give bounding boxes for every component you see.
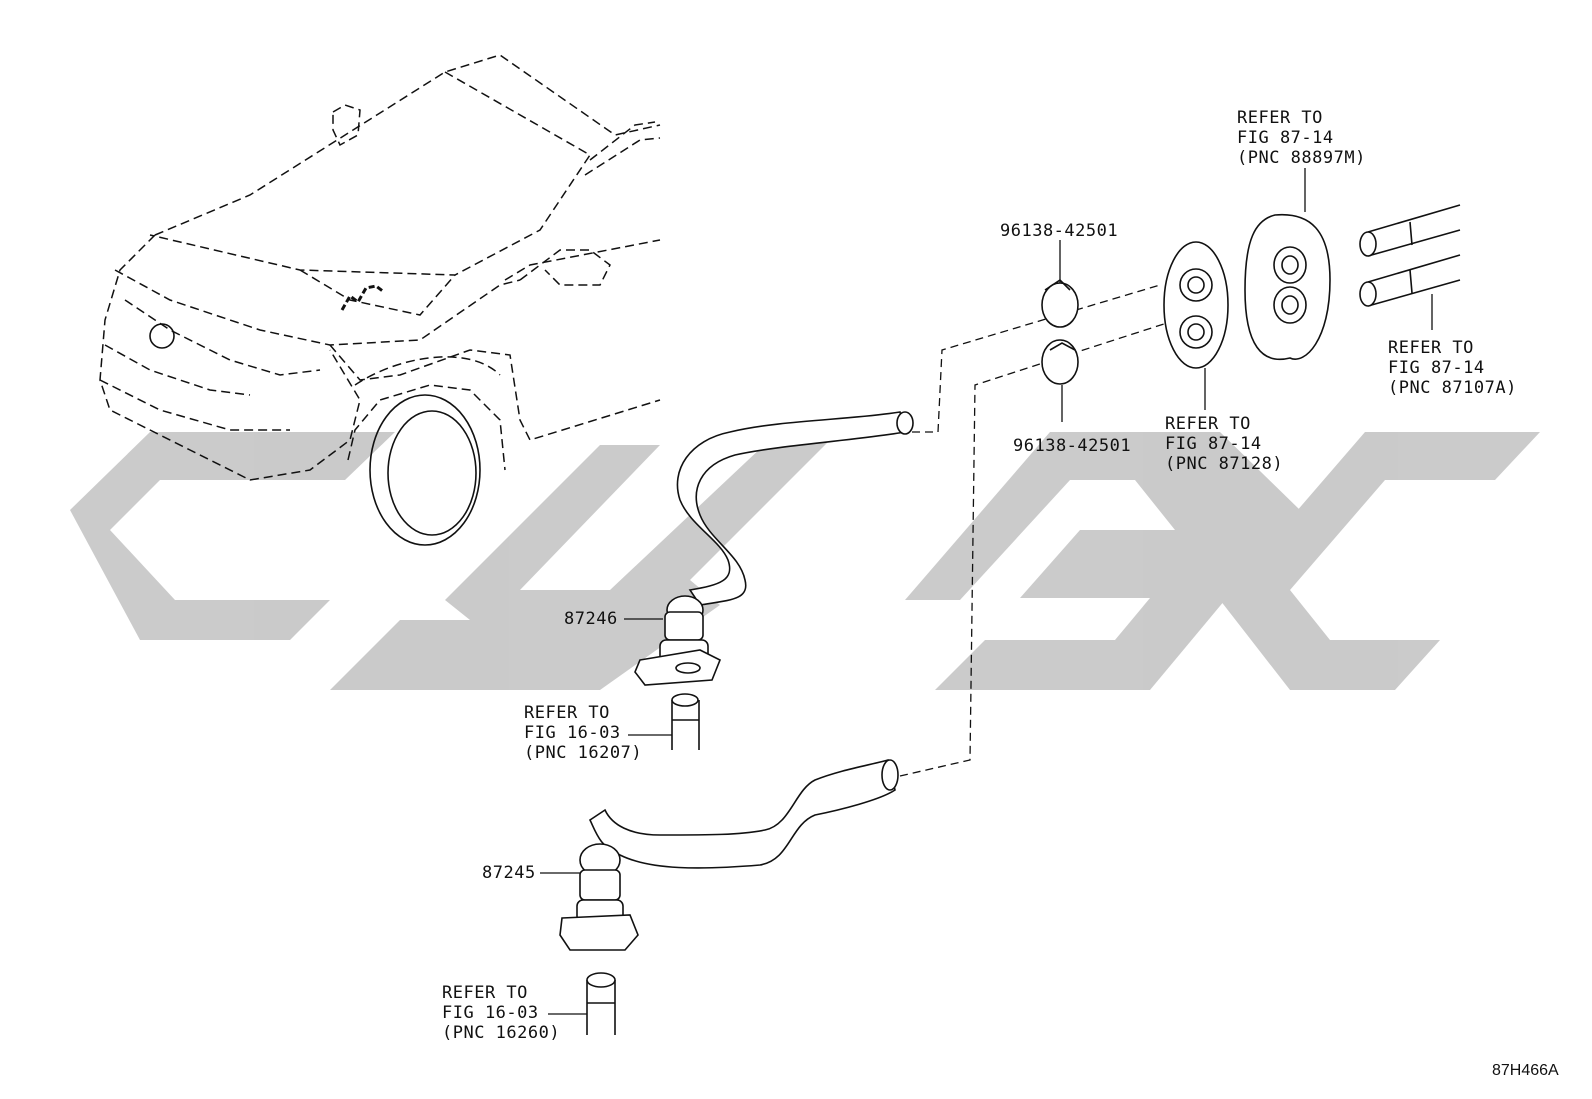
clamp-upper (1041, 278, 1079, 328)
fitting-87245 (559, 843, 639, 951)
tubes-87107A (1359, 204, 1461, 307)
hose-lower (588, 759, 899, 869)
ref-line: (PNC 88897M) (1237, 148, 1366, 168)
diagram-code: 87H466A (1492, 1062, 1559, 1079)
ref-line: FIG 87-14 (1388, 358, 1485, 378)
grommet-88897M (1244, 213, 1331, 361)
ref-line: (PNC 16260) (442, 1023, 561, 1043)
ref-line: (PNC 87128) (1165, 454, 1284, 474)
ref-87107A[interactable]: REFER TO FIG 87-14 (PNC 87107A) (1388, 338, 1517, 398)
ref-87128[interactable]: REFER TO FIG 87-14 (PNC 87128) (1165, 414, 1283, 474)
ref-line: REFER TO (1165, 414, 1251, 434)
vehicle-illustration (99, 54, 661, 481)
part-label-87245[interactable]: 87245 (482, 863, 536, 883)
ref-line: FIG 87-14 (1165, 434, 1262, 454)
part-label-96138-42501-upper[interactable]: 96138-42501 (1000, 221, 1119, 241)
ref-line: REFER TO (1388, 338, 1474, 358)
ref-line: REFER TO (1237, 108, 1323, 128)
part-label-96138-42501-lower[interactable]: 96138-42501 (1013, 436, 1132, 456)
ref-16207[interactable]: REFER TO FIG 16-03 (PNC 16207) (524, 703, 642, 763)
ref-line: (PNC 16207) (524, 743, 643, 763)
ref-line: REFER TO (524, 703, 610, 723)
ref-line: REFER TO (442, 983, 528, 1003)
part-label-87246[interactable]: 87246 (564, 609, 618, 629)
clamp-lower (1041, 339, 1079, 385)
leader-lines (540, 168, 1433, 1015)
ref-line: FIG 16-03 (524, 723, 621, 743)
ref-line: FIG 87-14 (1237, 128, 1334, 148)
ref-88897M[interactable]: REFER TO FIG 87-14 (PNC 88897M) (1237, 108, 1366, 168)
hose-upper (676, 411, 914, 606)
ref-16260[interactable]: REFER TO FIG 16-03 (PNC 16260) (442, 983, 560, 1043)
fitting-87246 (634, 595, 722, 686)
ref-line: FIG 16-03 (442, 1003, 539, 1023)
vehicle-wheel (149, 323, 481, 546)
grommet-87128 (1163, 241, 1229, 369)
pipe-16207 (671, 693, 700, 750)
pipe-16260 (586, 972, 616, 1035)
hose-location-marker (340, 284, 385, 311)
ref-line: (PNC 87107A) (1388, 378, 1517, 398)
watermark-logo (70, 430, 1540, 690)
